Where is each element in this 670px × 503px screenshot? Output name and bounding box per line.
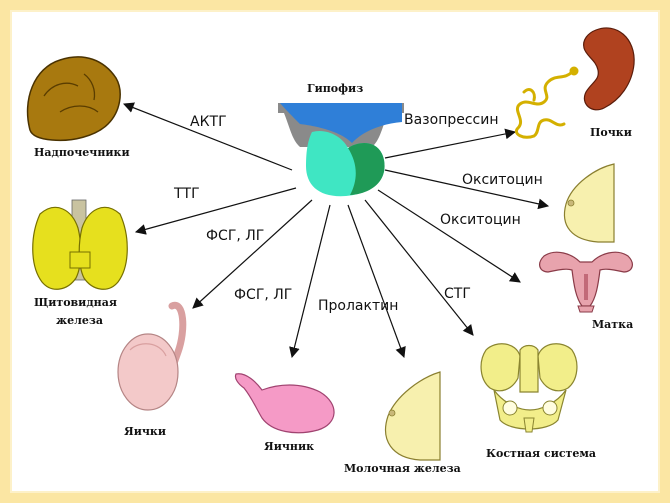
arrow-fsg-ovary xyxy=(289,204,331,359)
organ-label-kidneys: Почки xyxy=(590,126,632,139)
hormone-label-oxytocin-2: Окситоцин xyxy=(462,172,543,188)
hormone-label-fsg-lg-2: ФСГ, ЛГ xyxy=(234,287,293,303)
arrow-vasopressin xyxy=(384,128,517,159)
organ-label-ovary: Яичник xyxy=(264,440,315,453)
uterus-icon xyxy=(539,251,633,313)
hormone-label-aktg: АКТГ xyxy=(190,114,227,130)
mammary-gland-icon xyxy=(384,371,441,461)
organ-label-testes: Яички xyxy=(124,425,167,438)
ovary-icon xyxy=(234,373,335,434)
hormone-label-ttg: ТТГ xyxy=(174,186,200,202)
thyroid-gland-icon xyxy=(32,199,128,290)
testis-icon xyxy=(117,301,187,411)
hormone-label-vasopressin: Вазопрессин xyxy=(404,112,499,128)
arrow-prolactin xyxy=(347,204,406,359)
organ-label-thyroid-1: Щитовидная xyxy=(34,296,117,309)
hormone-label-stg: СТГ xyxy=(444,286,471,302)
hormone-label-fsg-lg-1: ФСГ, ЛГ xyxy=(206,228,265,244)
pituitary-icon xyxy=(278,103,404,197)
pituitary-label: Гипофиз xyxy=(307,82,364,95)
arrow-aktg xyxy=(122,102,293,171)
organ-label-mammary: Молочная железа xyxy=(344,462,461,475)
frame-inner-border xyxy=(10,10,660,493)
organ-label-skeleton: Костная система xyxy=(486,447,597,460)
arrow-oxytocin-breast xyxy=(384,169,550,210)
breast-icon xyxy=(564,163,615,243)
arrow-fsg-testes xyxy=(192,199,313,309)
kidney-icon xyxy=(583,27,635,111)
arrow-stg xyxy=(364,199,474,336)
hormone-label-prolactin: Пролактин xyxy=(318,298,399,314)
hormone-label-oxytocin-1: Окситоцин xyxy=(440,212,521,228)
organ-label-thyroid-2: железа xyxy=(56,314,104,327)
adrenal-gland-icon xyxy=(26,56,121,142)
nephron-icon xyxy=(515,66,579,139)
organ-label-uterus: Матка xyxy=(592,318,634,331)
arrow-ttg xyxy=(134,187,297,235)
arrow-oxytocin-uterus xyxy=(377,189,521,283)
organ-label-adrenals: Надпочечники xyxy=(34,146,130,159)
pelvis-bone-icon xyxy=(480,343,578,433)
